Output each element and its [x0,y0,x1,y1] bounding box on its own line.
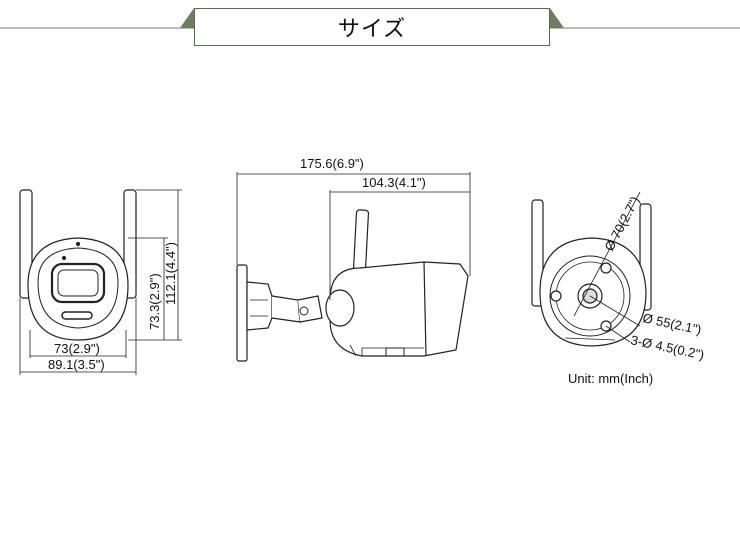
base-screw-hole [550,290,562,302]
base-screw-hole [600,262,612,274]
base-diameter-outer-label: Ø 70(2.7") [601,194,642,254]
unit-label: Unit: mm(Inch) [568,371,653,386]
base-holes-label: 3-Ø 4.5(0.2") [629,332,705,362]
side-length-body-label: 104.3(4.1") [362,175,426,190]
front-led [61,311,93,320]
front-width-outer-label: 89.1(3.5") [48,357,105,372]
base-dimensions [573,191,641,343]
left-triangle [180,8,194,28]
front-width-inner-label: 73(2.9") [54,341,100,356]
side-dimensions [236,172,471,300]
front-height-outer-label: 112.1(4.4") [163,242,178,305]
base-view [531,199,652,347]
front-lens-housing [50,262,106,304]
title-banner: サイズ [194,8,550,46]
side-length-total-label: 175.6(6.9") [300,156,364,171]
front-lens [57,269,99,297]
side-body-outline [329,261,469,357]
side-view [236,209,469,362]
front-height-inner-label: 73.3(2.9") [147,273,162,330]
front-antenna-left [19,189,33,299]
right-triangle [550,8,564,28]
front-dimensions [19,189,182,375]
base-diameter-inner-label: Ø 55(2.1") [641,310,702,337]
front-antenna-right [123,189,137,299]
side-mount-plate [236,264,248,362]
base-mount-disc [549,255,631,337]
front-view [19,189,137,341]
page-title: サイズ [337,17,407,42]
